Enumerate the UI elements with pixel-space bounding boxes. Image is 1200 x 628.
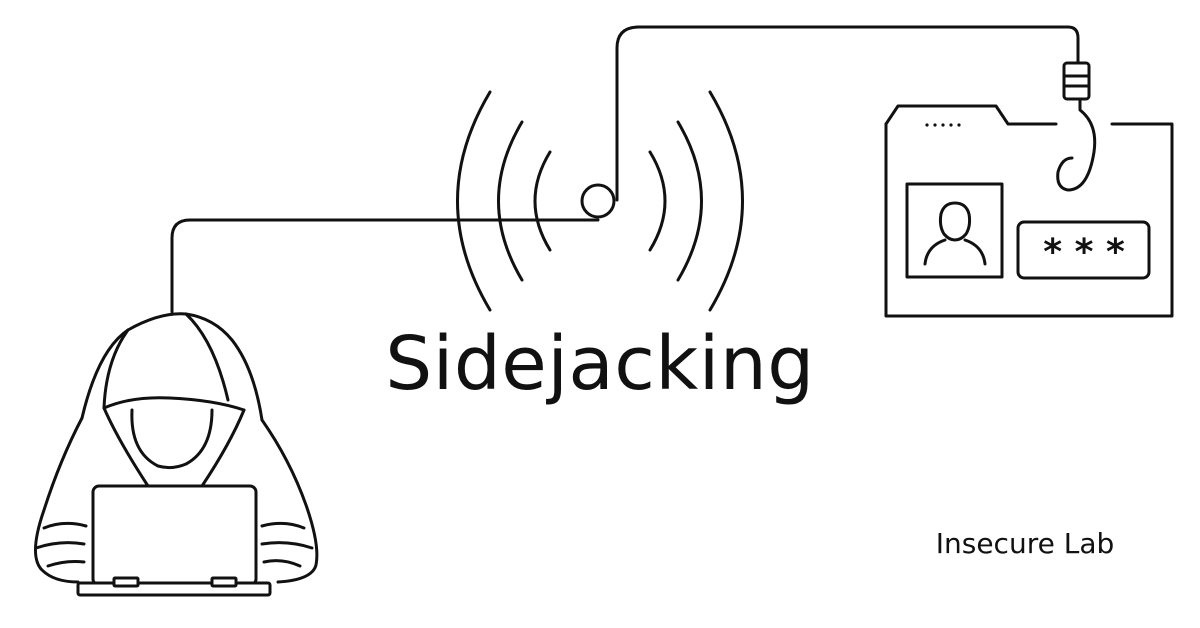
avatar-frame — [907, 184, 1002, 277]
page-title: Sidejacking — [330, 327, 870, 401]
hook-cable — [617, 27, 1078, 200]
tab-dots-icon — [925, 123, 960, 126]
password-mask: * * * — [1043, 232, 1125, 273]
wireless-signal-icon — [458, 92, 743, 310]
fishing-hook-icon — [1058, 63, 1095, 190]
hacker-cable — [172, 220, 598, 312]
user-avatar-icon — [925, 203, 985, 264]
brand-label: Insecure Lab — [880, 530, 1170, 558]
browser-login-window-icon: * * * — [886, 106, 1172, 316]
hooded-hacker-icon — [35, 314, 316, 595]
